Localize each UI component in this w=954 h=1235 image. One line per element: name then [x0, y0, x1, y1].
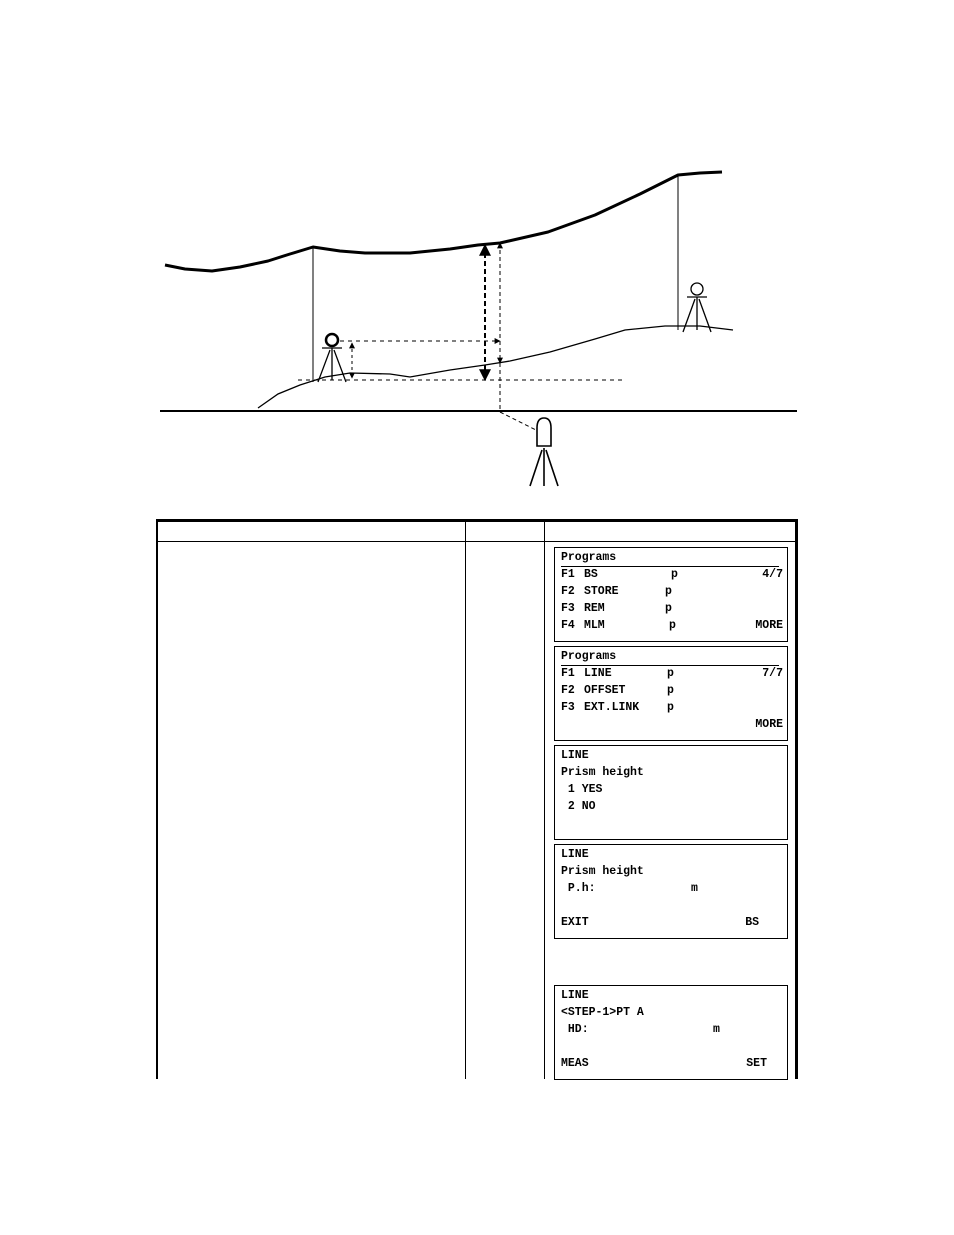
exit-softkey: EXIT	[561, 916, 589, 929]
lcd-title: LINE	[561, 989, 589, 1002]
procedure-table: Programs F1 BS p 4/7 F2 STORE p F3 REM p…	[156, 519, 798, 1080]
table-header-rule	[156, 541, 798, 542]
surveying-figure	[160, 170, 797, 487]
instrument-tripod-left	[317, 332, 347, 383]
lcd-step-label: <STEP-1>PT A	[561, 1006, 644, 1019]
field-unit: m	[713, 1023, 720, 1036]
lcd-menu-row: F1 LINE p 7/7	[561, 667, 783, 680]
lcd-title: LINE	[561, 749, 589, 762]
lcd-title: Programs	[561, 551, 617, 564]
prism-tripod-right	[682, 282, 712, 333]
submenu-arrow-icon: p	[667, 667, 674, 680]
meas-softkey: MEAS	[561, 1057, 589, 1070]
horizontal-distance-field: HD: m	[561, 1022, 779, 1038]
upper-terrain-line	[164, 170, 723, 273]
table-top-border	[156, 519, 798, 522]
lcd-screen-line-prism-input: LINE Prism height P.h: m EXIT BS	[554, 844, 788, 939]
lcd-prompt: Prism height	[561, 766, 644, 779]
option-no: 2 NO	[561, 800, 596, 813]
set-softkey: SET	[746, 1057, 767, 1070]
lcd-screen-line-prism-choice: LINE Prism height 1 YES 2 NO	[554, 745, 788, 840]
option-yes: 1 YES	[561, 783, 603, 796]
lcd-title: LINE	[561, 848, 589, 861]
lcd-menu-row: F3 EXT.LINK p	[561, 701, 674, 714]
lcd-title-underline	[561, 665, 779, 666]
lcd-menu-row: F3 REM p	[561, 602, 672, 615]
bs-softkey: BS	[745, 916, 759, 929]
lcd-menu-row: F2 OFFSET p	[561, 684, 674, 697]
field-unit: m	[691, 882, 698, 895]
submenu-arrow-icon: p	[665, 585, 672, 598]
submenu-arrow-icon: p	[665, 602, 672, 615]
lcd-menu-row: F1 BS p 4/7	[561, 568, 783, 581]
lcd-menu-row: MORE	[561, 717, 783, 733]
softkey-row: MEAS SET	[561, 1056, 779, 1072]
total-station-tripod	[529, 417, 559, 487]
more-softkey: MORE	[755, 619, 783, 632]
lcd-title-underline	[561, 566, 779, 567]
lcd-menu-row: F2 STORE p	[561, 585, 672, 598]
lcd-screen-programs-page-4: Programs F1 BS p 4/7 F2 STORE p F3 REM p…	[554, 547, 788, 642]
submenu-arrow-icon: p	[671, 568, 678, 581]
prism-height-field: P.h: m	[561, 881, 779, 897]
page-indicator: 4/7	[762, 568, 783, 581]
column-divider-display	[544, 519, 545, 1079]
softkey-row: EXIT BS	[561, 915, 779, 931]
lcd-prompt: Prism height	[561, 865, 644, 878]
sight-line-dashed	[499, 411, 541, 433]
lower-terrain-line	[257, 325, 734, 409]
lcd-title: Programs	[561, 650, 617, 663]
page-indicator: 7/7	[762, 667, 783, 680]
more-softkey: MORE	[755, 718, 783, 731]
lcd-screen-programs-page-7: Programs F1 LINE p 7/7 F2 OFFSET p F3 EX…	[554, 646, 788, 741]
field-label: HD:	[561, 1023, 589, 1036]
submenu-arrow-icon: p	[667, 684, 674, 697]
lcd-screen-line-step1: LINE <STEP-1>PT A HD: m MEAS SET	[554, 985, 788, 1080]
field-label: P.h:	[561, 882, 596, 895]
lcd-menu-row: F4 MLM p MORE	[561, 619, 783, 632]
table-left-border	[156, 519, 158, 1079]
table-right-border	[795, 519, 798, 1079]
submenu-arrow-icon: p	[667, 701, 674, 714]
submenu-arrow-icon: p	[669, 619, 676, 632]
column-divider-operation	[465, 519, 466, 1079]
